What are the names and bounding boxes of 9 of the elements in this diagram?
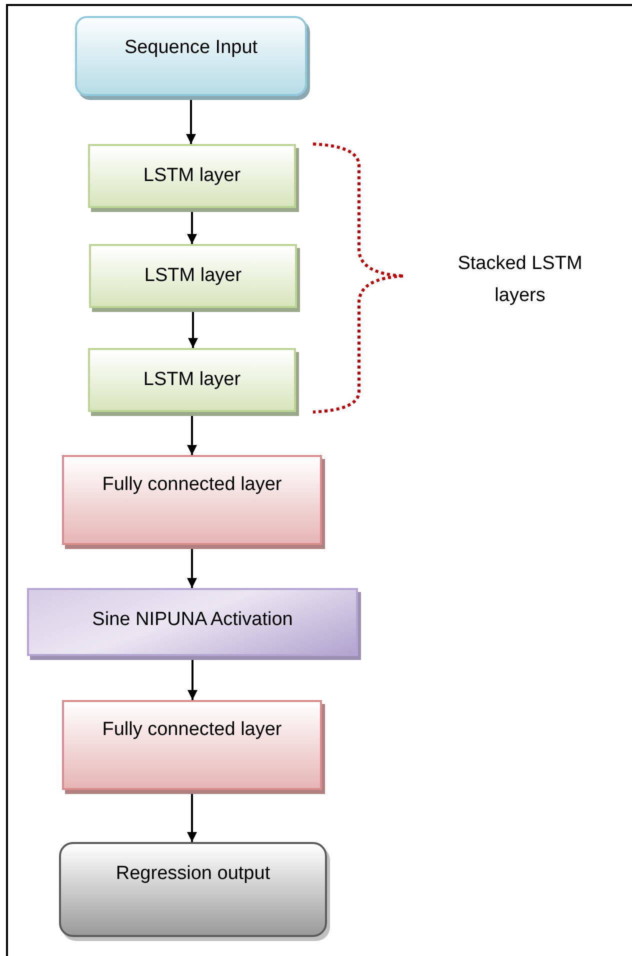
node-label: Fully connected layer [102,718,282,742]
node-label: Regression output [116,862,270,886]
node-label: Fully connected layer [102,473,282,497]
node-label: LSTM layer [143,368,241,392]
node-label: Sequence Input [124,36,258,60]
group-label: Stacked LSTM layers [456,252,584,308]
node-label: LSTM layer [143,164,241,188]
node-label: Sine NIPUNA Activation [92,608,293,632]
node-label: LSTM layer [144,264,242,288]
